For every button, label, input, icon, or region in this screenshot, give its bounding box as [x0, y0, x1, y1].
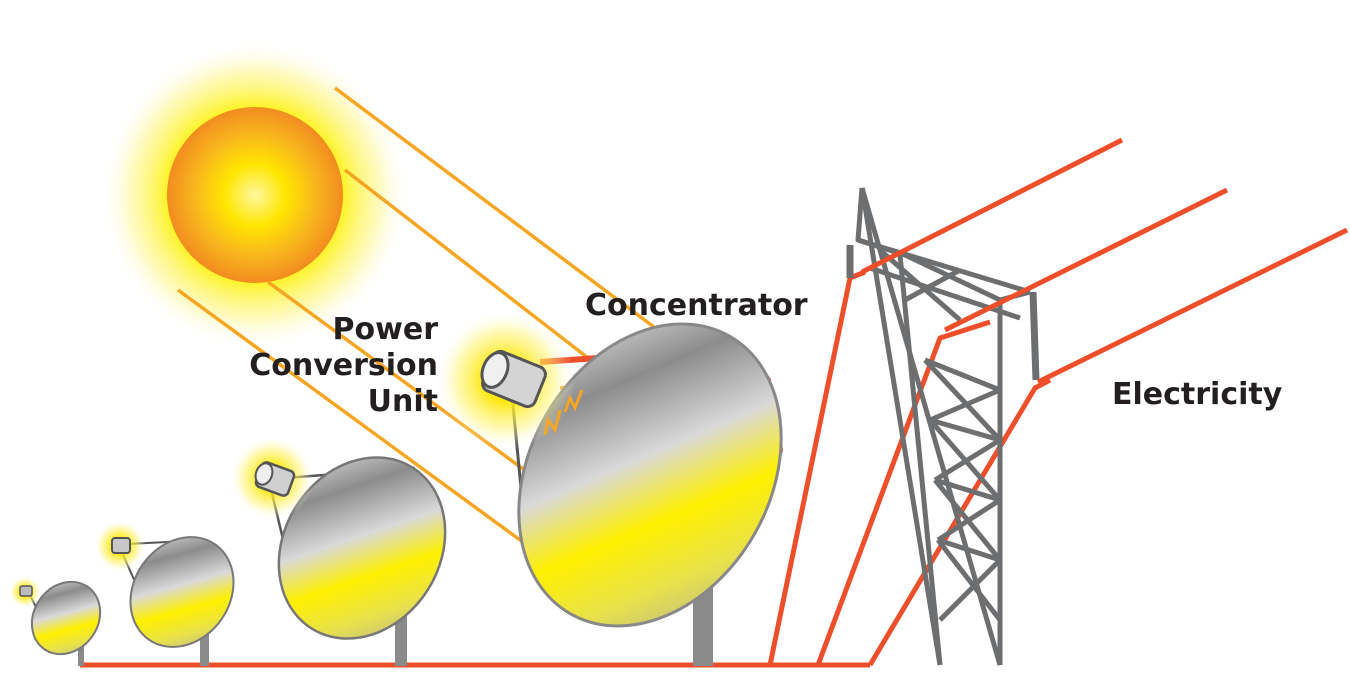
label-line: Unit: [367, 384, 438, 419]
sun-ray: [176, 288, 574, 580]
label-line: Power: [332, 312, 438, 347]
transmission-tower-icon: [846, 187, 1040, 666]
dish-icon: [9, 576, 102, 666]
dish-icon: [94, 520, 235, 666]
power-conversion-unit-label: Power Conversion Unit: [249, 312, 438, 420]
power-conversion-unit-icon: [480, 349, 547, 409]
concentrator-label: Concentrator: [585, 288, 808, 323]
power-lines: [860, 137, 1349, 385]
sun-icon: [100, 40, 410, 350]
electricity-label: Electricity: [1112, 377, 1283, 412]
label-line: Conversion: [249, 348, 438, 383]
dish-icon: [435, 310, 783, 666]
power-conversion-unit-icon: [254, 461, 296, 497]
dish-icon: [230, 436, 447, 666]
power-conversion-unit-icon: [19, 585, 33, 597]
power-conversion-unit-icon: [111, 537, 131, 554]
